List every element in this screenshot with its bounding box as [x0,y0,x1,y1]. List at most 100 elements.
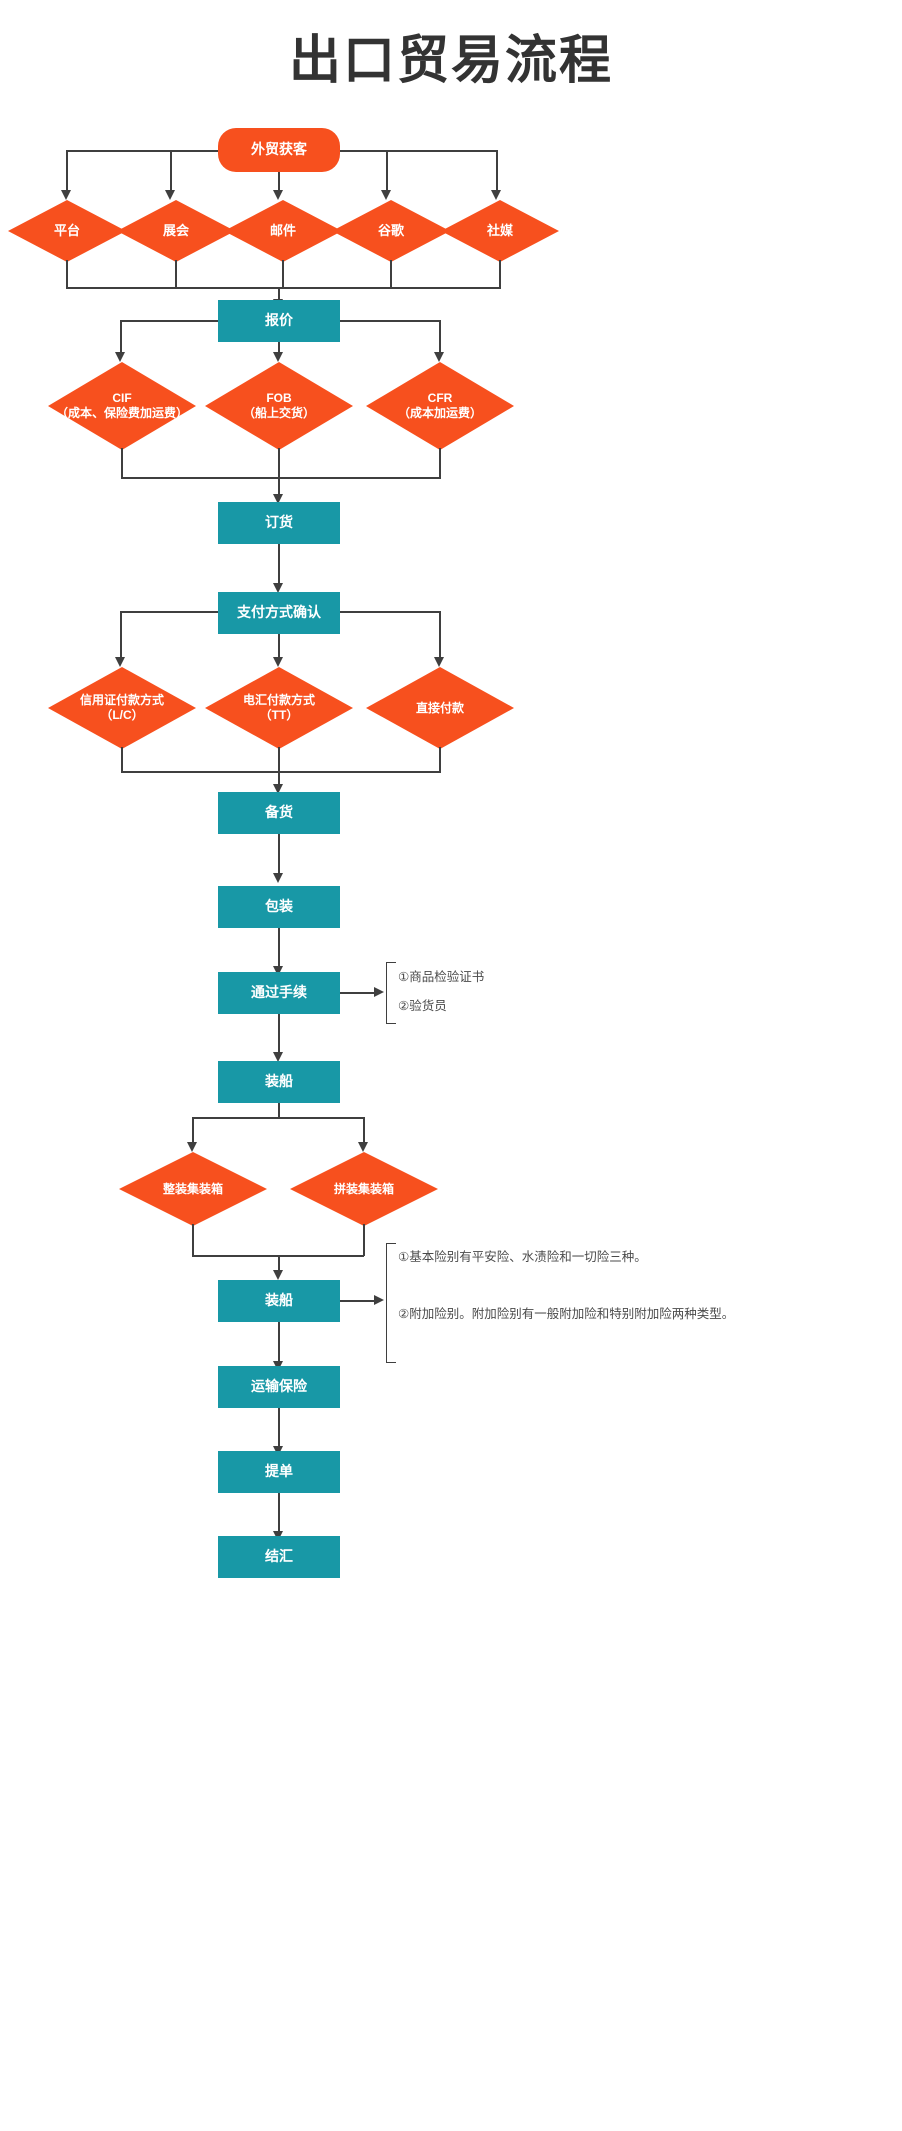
connector-quote-bus-left [120,320,218,322]
connector-quote-drop-cfr [439,320,441,354]
node-container-full[interactable]: 整装集装箱 [119,1152,267,1226]
connector-procedures-to-note [340,992,378,994]
connector-payconf-drop-lc [120,611,122,659]
node-payment-direct[interactable]: 直接付款 [366,667,514,749]
connector-up-container1 [192,1224,194,1256]
arrow-tt [273,657,283,667]
arrow-ch5 [491,190,501,200]
node-label: FOB （船上交货） [242,391,315,420]
node-channel-email[interactable]: 邮件 [224,200,342,262]
arrow-ch2 [165,190,175,200]
node-payment-tt[interactable]: 电汇付款方式 （TT） [205,667,353,749]
connector-payconf-bus-left [120,611,218,613]
node-insurance[interactable]: 运输保险 [218,1366,340,1408]
node-label: 谷歌 [377,223,404,239]
bracket-procedures-note [386,962,396,1024]
arrow-lc [115,657,125,667]
node-label: 社媒 [486,223,513,239]
node-label: 展会 [162,223,189,239]
arrow-cif [115,352,125,362]
node-loading-2[interactable]: 装船 [218,1280,340,1322]
arrow-direct [434,657,444,667]
connector-start-bus-right [340,150,498,152]
connector-up-lc [121,747,123,772]
connector-up-ch4 [390,260,392,288]
node-loading-1[interactable]: 装船 [218,1061,340,1103]
node-prepare[interactable]: 备货 [218,792,340,834]
arrow-to-packing [273,873,283,883]
node-label: 拼装集装箱 [333,1181,394,1196]
arrow-loading2-note [374,1295,384,1305]
node-channel-expo[interactable]: 展会 [117,200,235,262]
arrow-ch4 [381,190,391,200]
node-label: 整装集装箱 [162,1181,223,1196]
node-payment-lc[interactable]: 信用证付款方式 （L/C） [48,667,196,749]
arrow-procedures-note [374,987,384,997]
connector-insurance-to-bill [278,1408,280,1450]
arrow-ch3 [273,190,283,200]
node-channel-social[interactable]: 社媒 [441,200,559,262]
connector-up-tt [278,747,280,772]
connector-drop-container2 [363,1117,365,1145]
note-insurance-line2: ②附加险别。附加险别有一般附加险和特别附加险两种类型。 [398,1307,735,1321]
node-label: 信用证付款方式 （L/C） [79,693,164,722]
connector-quote-drop-fob [278,342,280,354]
connector-up-cif [121,448,123,478]
connector-up-direct [439,747,441,772]
node-label: CFR （成本加运费） [397,391,482,420]
connector-loading2-to-insurance [278,1322,280,1364]
connector-quote-drop-cif [120,320,122,354]
connector-loading1-down [278,1103,280,1118]
connector-order-to-payconf [278,544,280,586]
node-quote[interactable]: 报价 [218,300,340,342]
arrow-to-payconf [273,583,283,593]
arrow-to-procedures [273,966,283,976]
connector-payconf-drop-direct [439,611,441,659]
node-start[interactable]: 外贸获客 [218,128,340,172]
connector-payments-merge-bus [121,771,441,773]
page-title: 出口贸易流程 [288,31,613,91]
arrow-to-prepare [273,784,283,794]
connector-prepare-to-packing [278,834,280,876]
connector-up-ch5 [499,260,501,288]
connector-loading2-to-note [340,1300,378,1302]
node-term-cif[interactable]: CIF （成本、保险费加运费） [48,362,196,450]
connector-quote-bus-right [340,320,440,322]
node-label: 电汇付款方式 （TT） [242,693,315,722]
note-insurance-line1: ①基本险别有平安险、水渍险和一切险三种。 [398,1250,647,1264]
node-packing[interactable]: 包装 [218,886,340,928]
connector-merge-bus [66,287,501,289]
node-container-lcl[interactable]: 拼装集装箱 [290,1152,438,1226]
note-procedures-line1: ①商品检验证书 [398,970,485,984]
connector-drop-ch1 [66,150,68,192]
node-bill-of-lading[interactable]: 提单 [218,1451,340,1493]
node-order[interactable]: 订货 [218,502,340,544]
connector-payconf-drop-tt [278,634,280,659]
connector-containers-to-loading2 [278,1255,280,1273]
connector-payments-to-prepare [278,771,280,787]
node-term-fob[interactable]: FOB （船上交货） [205,362,353,450]
connector-drop-ch5 [496,150,498,192]
connector-terms-to-order [278,477,280,497]
connector-up-ch3 [282,260,284,288]
node-procedures[interactable]: 通过手续 [218,972,340,1014]
node-payment-confirm[interactable]: 支付方式确认 [218,592,340,634]
node-channel-platform[interactable]: 平台 [8,200,126,262]
connector-drop-container1 [192,1117,194,1145]
node-label: CIF （成本、保险费加运费） [55,391,188,420]
node-channel-google[interactable]: 谷歌 [332,200,450,262]
connector-drop-ch3 [278,172,280,192]
connector-terms-merge-bus [121,477,441,479]
node-term-cfr[interactable]: CFR （成本加运费） [366,362,514,450]
bracket-insurance-note [386,1243,396,1363]
node-settlement[interactable]: 结汇 [218,1536,340,1578]
connector-up-ch2 [175,260,177,288]
connector-packing-to-procedures [278,928,280,970]
connector-procedures-to-loading1 [278,1014,280,1056]
note-procedures-line2: ②验货员 [398,999,447,1013]
arrow-to-loading2 [273,1270,283,1280]
connector-merge-to-quote [278,287,280,302]
arrow-container2 [358,1142,368,1152]
connector-up-cfr [439,448,441,478]
